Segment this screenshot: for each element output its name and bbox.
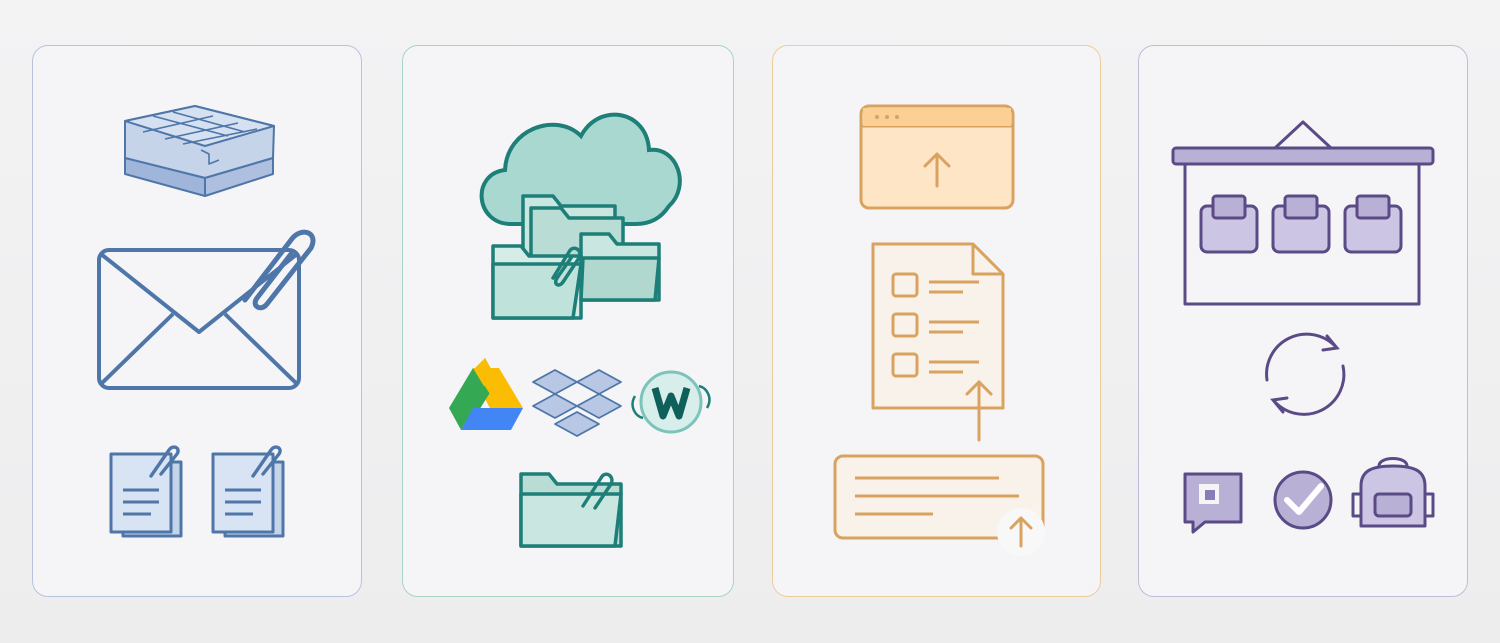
chat-app-icon [1183,472,1243,534]
attached-folder-icon [519,472,623,548]
attached-document-icon [211,445,285,538]
cloud-storage-panel [402,45,734,597]
dropbox-icon [532,369,622,437]
map-blocks-icon [124,105,275,197]
sync-icon [1265,332,1346,416]
checkmark-app-icon [1273,470,1333,530]
browser-upload-icon [859,104,1015,210]
paperclip-icon [242,229,316,311]
w-sync-icon [631,370,711,434]
board-sync-panel [1138,45,1468,597]
attached-document-icon [109,445,183,538]
google-drive-icon [449,358,523,430]
backpack-app-icon [1351,457,1435,528]
text-field-upload-icon [833,454,1045,556]
folder-stack-icon [491,194,661,320]
email-attachments-panel [32,45,362,597]
envelope-icon [97,248,301,390]
upload-form-panel [772,45,1101,597]
checklist-document-icon [871,242,1005,410]
up-arrow-icon [965,379,993,442]
board-icon [1171,120,1435,306]
